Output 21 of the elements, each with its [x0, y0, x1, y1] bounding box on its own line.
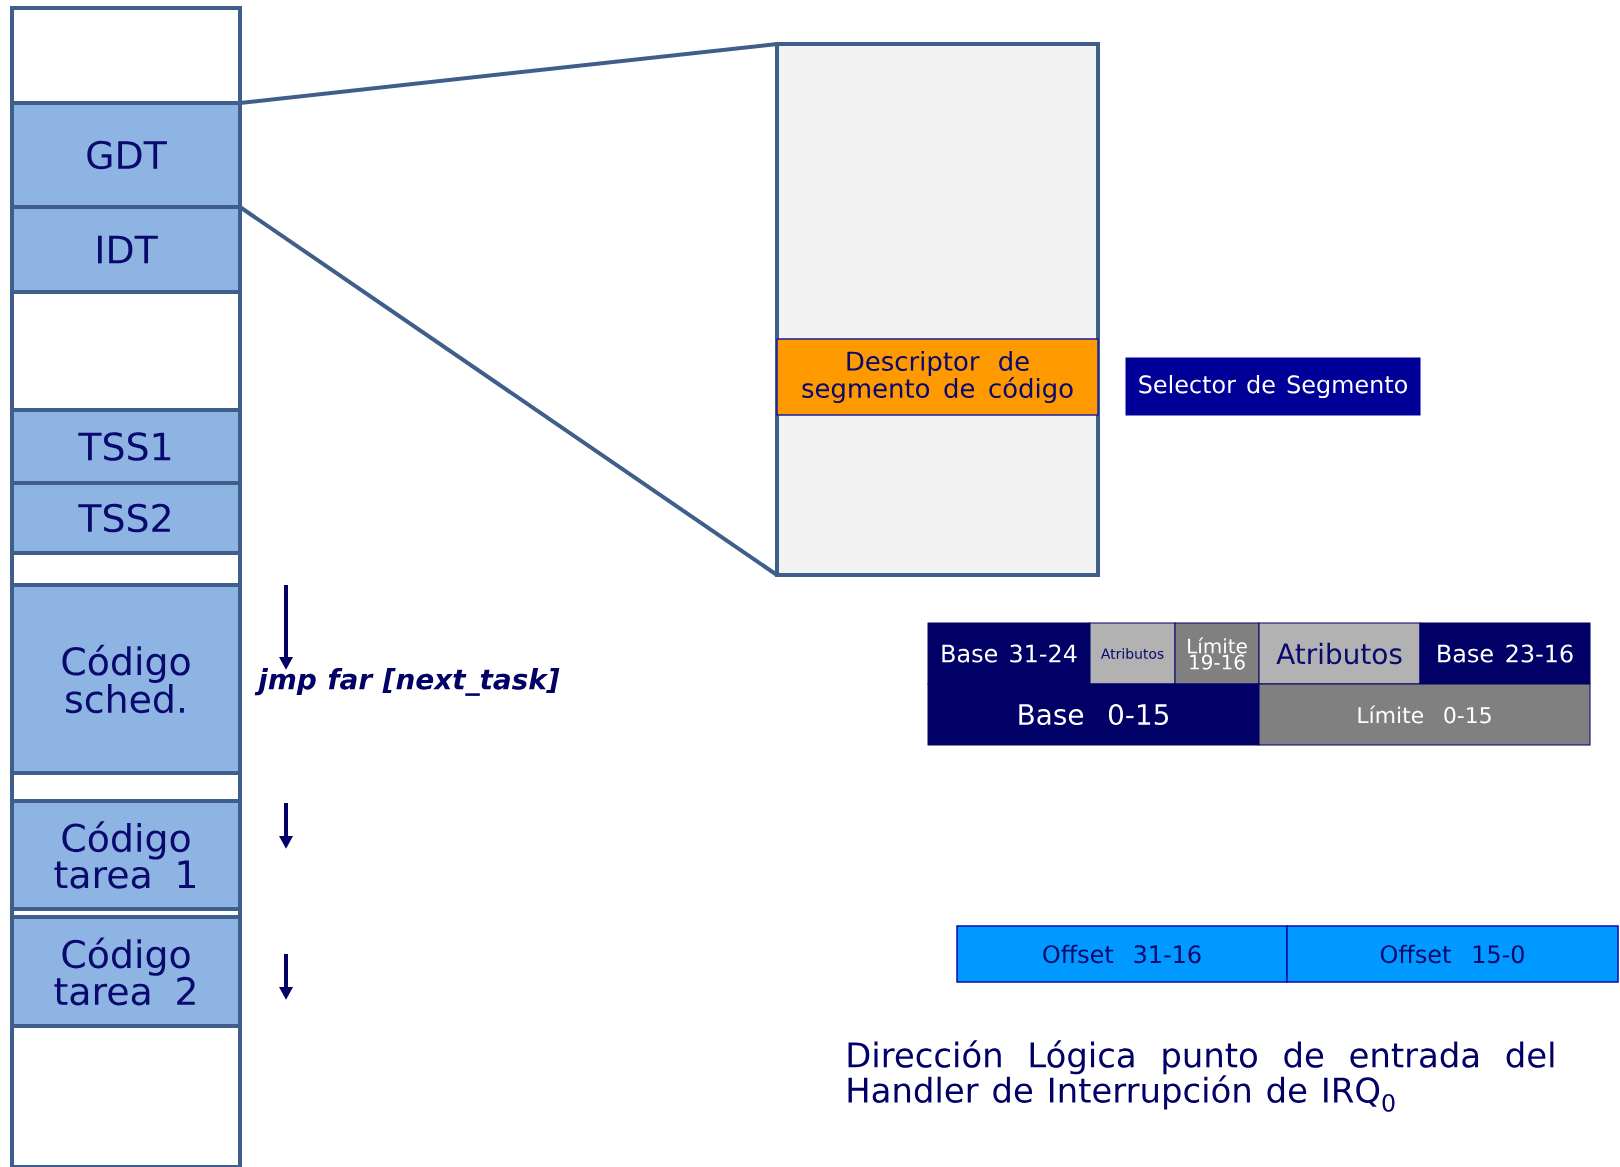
descriptor-field: Base 23-16 [1419, 622, 1591, 685]
caption-text: Dirección Lógica punto de entrada del Handler de Interrupción de IRQ$_{0}$ [848, 1040, 1554, 1112]
memory-segment: TSS2 [10, 481, 242, 555]
memory-segment: TSS1 [10, 408, 242, 485]
descriptor-field: Base 31-24 [927, 622, 1091, 685]
memory-segment: Código tarea 1 [10, 799, 242, 911]
zoom-line [239, 42, 778, 105]
zoom-line [238, 205, 779, 577]
offset-field: Offset 15-0 [1286, 925, 1619, 983]
selector-box: Selector de Segmento [1125, 357, 1421, 416]
descriptor-entry: Descriptor de segmento de código [776, 338, 1099, 416]
instruction-text: jmp far [next_task] [254, 668, 560, 696]
memory-segment: GDT [10, 101, 242, 209]
descriptor-field: Límite 19-16 [1174, 622, 1260, 685]
descriptor-field: Atributos [1258, 622, 1421, 685]
memory-segment: Código sched. [10, 583, 242, 775]
descriptor-field: Atributos [1089, 622, 1176, 685]
memory-segment: Código tarea 2 [10, 915, 242, 1028]
offset-field: Offset 31-16 [956, 925, 1288, 983]
descriptor-field: Límite 0-15 [1258, 683, 1591, 746]
memory-segment: IDT [10, 205, 242, 294]
